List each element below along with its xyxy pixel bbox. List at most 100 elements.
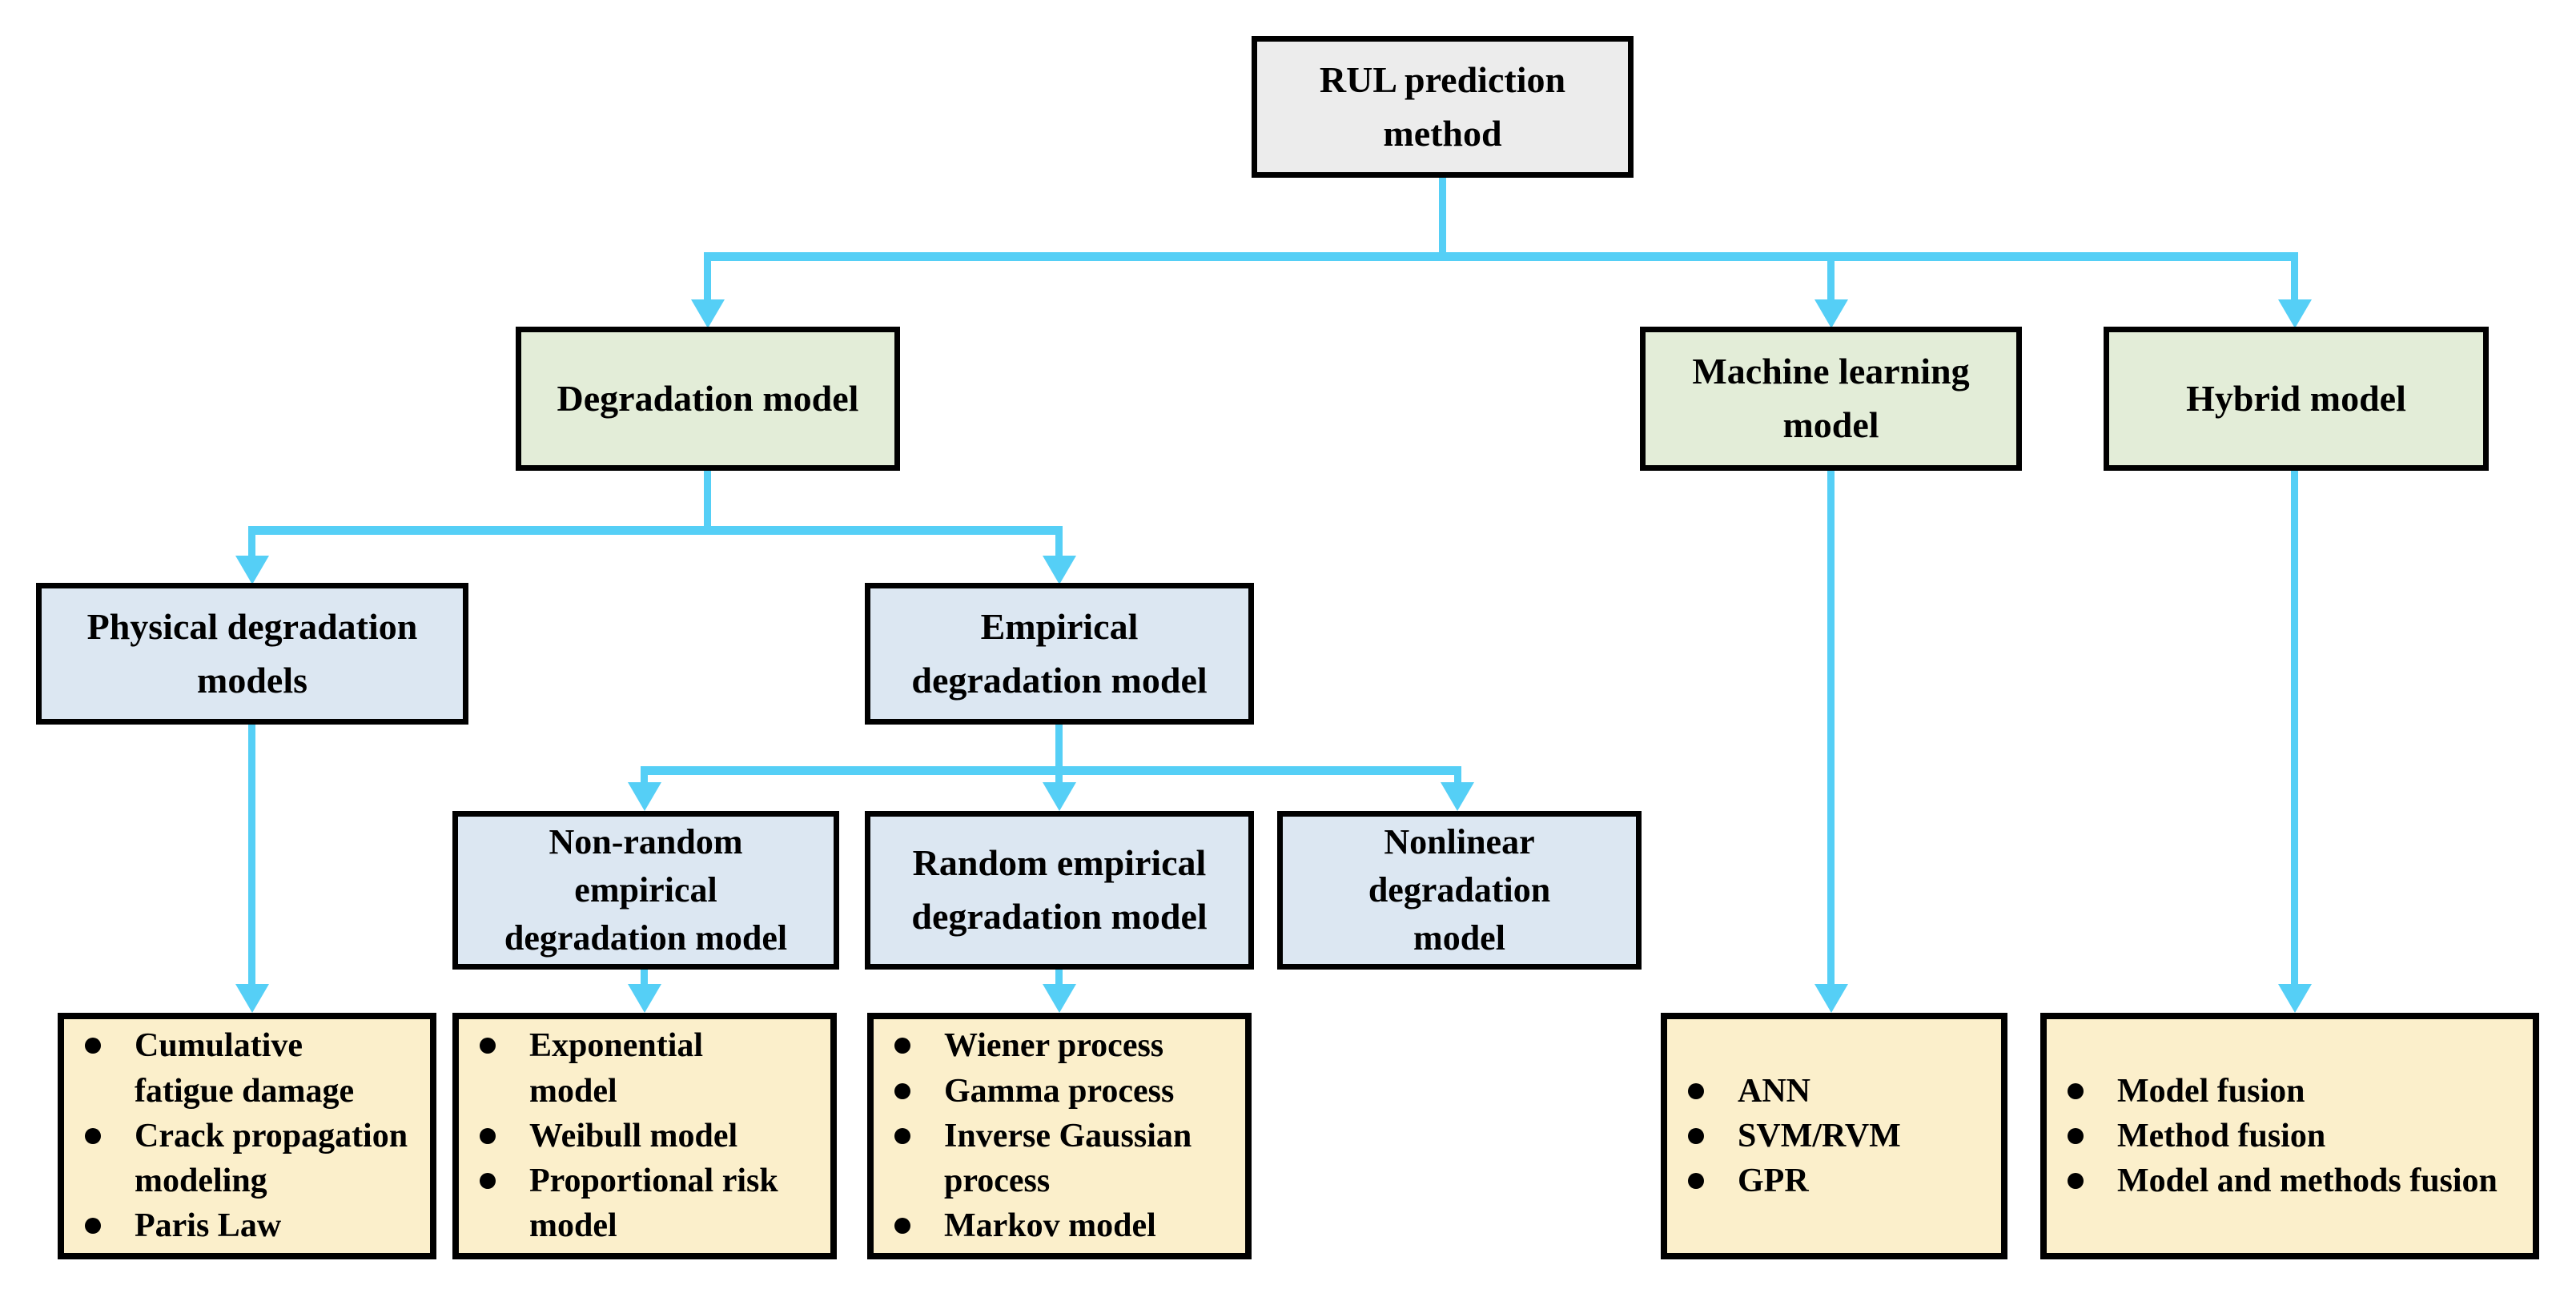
- list-item-text: Proportional risk model: [529, 1163, 778, 1245]
- list-item: Wiener process: [894, 1023, 1237, 1068]
- bullet-dot-icon: [480, 1038, 496, 1054]
- bullet-list: Wiener process Gamma process Inverse Gau…: [874, 1019, 1245, 1253]
- bullet-dot-icon: [1688, 1173, 1704, 1190]
- node-label: Physical degradation models: [86, 605, 418, 701]
- list-item-text: Gamma process: [944, 1072, 1175, 1110]
- connector-to-hybrid: [2291, 259, 2298, 304]
- list-item-text: Exponential model: [529, 1027, 704, 1110]
- connector-to-machine-learning: [1827, 259, 1835, 304]
- connector-level2-bar: [248, 526, 1063, 535]
- list-item: Model and methods fusion: [2068, 1158, 2525, 1203]
- node-physical-degradation-models: Physical degradation models: [36, 583, 468, 725]
- node-label: Random empirical degradation model: [911, 842, 1208, 937]
- list-item: Crack propagation modeling: [85, 1114, 422, 1204]
- node-rul-prediction-method: RUL prediction method: [1252, 36, 1634, 178]
- connector-level3-bar: [641, 766, 1461, 775]
- arrowhead-physical-icon: [235, 556, 269, 584]
- node-empirical-degradation-model: Empirical degradation model: [865, 583, 1254, 725]
- arrowhead-random-leaf-icon: [1043, 984, 1076, 1013]
- connector-to-random: [1055, 775, 1063, 785]
- list-item-text: Cumulative fatigue damage: [135, 1027, 355, 1110]
- list-item-text: Method fusion: [2117, 1117, 2326, 1154]
- arrowhead-empirical-icon: [1043, 556, 1076, 584]
- bullet-dot-icon: [894, 1082, 910, 1099]
- bullet-list: Exponential model Weibull model Proporti…: [459, 1019, 830, 1253]
- connector-to-non-random: [641, 775, 648, 785]
- bullet-dot-icon: [894, 1038, 910, 1054]
- bullet-dot-icon: [480, 1173, 496, 1190]
- connector-machine-learning-to-leaf: [1827, 471, 1835, 985]
- arrowhead-hybrid-icon: [2278, 299, 2312, 328]
- list-item: Exponential model: [480, 1023, 822, 1114]
- list-item: Cumulative fatigue damage: [85, 1023, 422, 1114]
- list-item-text: SVM/RVM: [1738, 1117, 1901, 1154]
- bullet-dot-icon: [2068, 1082, 2084, 1099]
- bullet-dot-icon: [1688, 1082, 1704, 1099]
- node-non-random-empirical-degradation-model: Non-random empirical degradation model: [452, 811, 839, 970]
- list-item-text: ANN: [1738, 1072, 1810, 1110]
- list-item: Markov model: [894, 1203, 1237, 1248]
- list-item-text: Model and methods fusion: [2117, 1163, 2498, 1200]
- bullet-dot-icon: [1688, 1127, 1704, 1144]
- bullet-dot-icon: [2068, 1127, 2084, 1144]
- node-label: Degradation model: [557, 377, 859, 419]
- leaf-non-random-methods: Exponential model Weibull model Proporti…: [452, 1013, 837, 1259]
- arrowhead-machine-learning-leaf-icon: [1814, 984, 1848, 1013]
- list-item: Model fusion: [2068, 1069, 2525, 1114]
- node-degradation-model: Degradation model: [516, 327, 900, 471]
- bullet-dot-icon: [85, 1127, 101, 1144]
- connector-to-nonlinear: [1454, 775, 1461, 785]
- list-item-text: Markov model: [944, 1207, 1156, 1245]
- node-machine-learning-model: Machine learning model: [1640, 327, 2022, 471]
- list-item: Weibull model: [480, 1114, 822, 1158]
- connector-empirical-stem: [1055, 725, 1063, 769]
- bullet-dot-icon: [894, 1127, 910, 1144]
- arrowhead-machine-learning-icon: [1814, 299, 1848, 328]
- node-label: Machine learning model: [1692, 351, 1970, 445]
- arrowhead-nonlinear-icon: [1441, 782, 1474, 811]
- arrowhead-non-random-leaf-icon: [628, 984, 661, 1013]
- node-random-empirical-degradation-model: Random empirical degradation model: [865, 811, 1254, 970]
- list-item-text: Paris Law: [135, 1207, 282, 1245]
- bullet-dot-icon: [894, 1218, 910, 1235]
- connector-random-to-leaf: [1055, 970, 1063, 986]
- list-item: Paris Law: [85, 1203, 422, 1248]
- connector-root-stem: [1439, 178, 1446, 252]
- bullet-list: Model fusion Method fusion Model and met…: [2047, 1019, 2533, 1253]
- node-label: Empirical degradation model: [911, 605, 1208, 701]
- bullet-dot-icon: [85, 1038, 101, 1054]
- arrowhead-non-random-icon: [628, 782, 661, 811]
- connector-level1-bar: [704, 252, 2298, 261]
- list-item-text: Crack propagation modeling: [135, 1117, 408, 1200]
- list-item-text: Wiener process: [944, 1027, 1164, 1065]
- node-label: Non-random empirical degradation model: [504, 822, 788, 958]
- arrowhead-random-icon: [1043, 782, 1076, 811]
- connector-to-physical: [248, 535, 255, 557]
- bullet-list: ANN SVM/RVM GPR: [1667, 1019, 2001, 1253]
- connector-to-empirical: [1055, 535, 1063, 557]
- node-label: RUL prediction method: [1319, 58, 1566, 154]
- list-item-text: Weibull model: [529, 1117, 738, 1154]
- list-item: Method fusion: [2068, 1114, 2525, 1158]
- bullet-dot-icon: [480, 1127, 496, 1144]
- list-item-text: GPR: [1738, 1163, 1809, 1200]
- node-label: Nonlinear degradation model: [1368, 822, 1551, 958]
- leaf-physical-methods: Cumulative fatigue damage Crack propagat…: [58, 1013, 436, 1259]
- list-item-text: Inverse Gaussian process: [944, 1117, 1192, 1200]
- list-item: Inverse Gaussian process: [894, 1114, 1237, 1204]
- list-item: GPR: [1688, 1158, 1993, 1203]
- connector-hybrid-to-leaf: [2291, 471, 2298, 985]
- list-item-text: Model fusion: [2117, 1072, 2305, 1110]
- arrowhead-physical-leaf-icon: [235, 984, 269, 1013]
- connector-non-random-to-leaf: [641, 970, 648, 986]
- leaf-hybrid-methods: Model fusion Method fusion Model and met…: [2040, 1013, 2539, 1259]
- connector-to-degradation: [704, 259, 711, 304]
- list-item: Gamma process: [894, 1069, 1237, 1114]
- node-hybrid-model: Hybrid model: [2104, 327, 2489, 471]
- connector-degradation-stem: [704, 471, 711, 528]
- leaf-random-methods: Wiener process Gamma process Inverse Gau…: [867, 1013, 1252, 1259]
- arrowhead-degradation-icon: [691, 299, 725, 328]
- node-nonlinear-degradation-model: Nonlinear degradation model: [1277, 811, 1642, 970]
- bullet-list: Cumulative fatigue damage Crack propagat…: [64, 1019, 430, 1253]
